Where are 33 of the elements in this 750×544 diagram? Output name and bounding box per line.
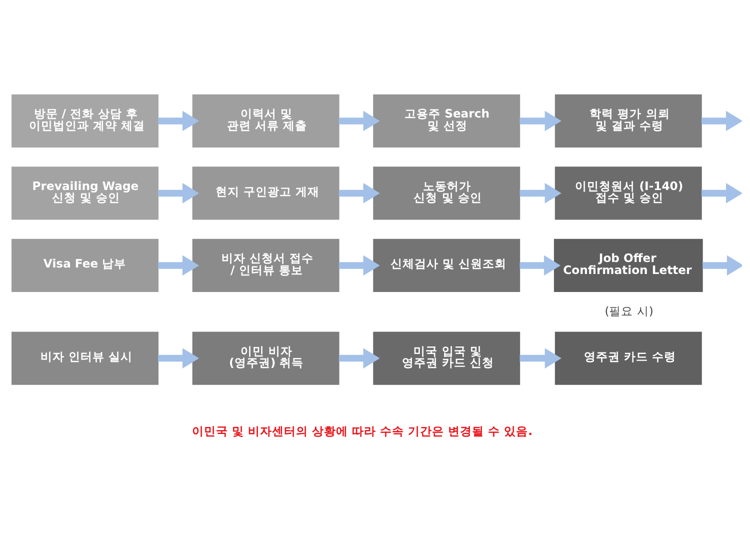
node-box: 방문 / 전화 상담 후 이민법인과 계약 체결	[12, 94, 158, 148]
node-box: 이민청원서 (I-140) 접수 및 승인	[554, 166, 702, 220]
arrow	[338, 254, 380, 276]
node-box: Job Offer Confirmation Letter	[554, 238, 703, 292]
arrow	[702, 110, 742, 131]
arrow	[520, 254, 561, 276]
node-box: 학력 평가 의뢰 및 결과 수령	[554, 94, 702, 148]
node-box: 미국 입국 및 영주권 카드 신청	[373, 331, 520, 384]
node-box: Prevailing Wage 신청 및 승인	[12, 166, 158, 220]
node-box: 영주권 카드 수령	[554, 331, 702, 384]
node-box: 이력서 및 관련 서류 제출	[192, 94, 340, 148]
node-box: 비자 신청서 접수 / 인터뷰 통보	[192, 238, 340, 292]
node-box: 고용주 Search 및 선정	[373, 94, 520, 148]
node-box: 신체검사 및 신원조회	[373, 238, 520, 292]
arrow	[338, 110, 380, 131]
arrow	[158, 110, 200, 131]
node-box: 노동허가 신청 및 승인	[373, 166, 520, 220]
arrow	[158, 348, 200, 368]
arrow	[702, 182, 742, 203]
arrow	[520, 348, 562, 368]
node-box: Visa Fee 납부	[12, 238, 158, 292]
arrow	[520, 182, 562, 203]
arrow	[702, 254, 742, 276]
node-box: 이민 비자 (영주권) 취득	[192, 331, 340, 384]
arrow	[158, 254, 200, 276]
node-box: 비자 인터뷰 실시	[12, 331, 158, 384]
node-label: (필요 시)	[604, 303, 654, 318]
arrow	[520, 110, 562, 131]
arrow	[338, 182, 380, 203]
node-box: 현지 구인광고 게재	[192, 166, 340, 220]
label: 이민국 및 비자센터의 상황에 따라 수속 기간은 변경될 수 있음.	[192, 423, 533, 438]
arrow	[338, 348, 380, 368]
arrow	[158, 182, 200, 203]
